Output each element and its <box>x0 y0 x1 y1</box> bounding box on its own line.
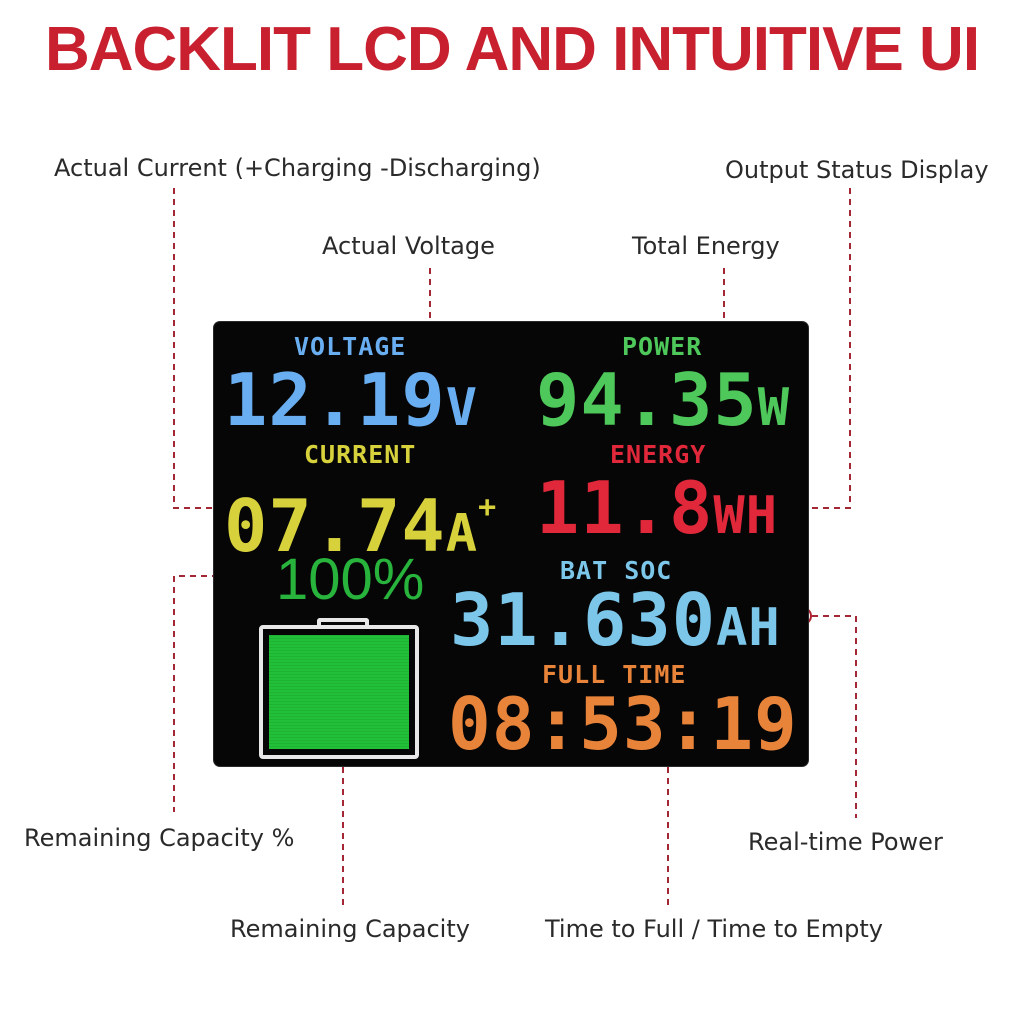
power-value: 94.35W <box>536 364 790 444</box>
lcd-screen: VOLTAGE 12.19V POWER 94.35W CURRENT 07.7… <box>214 322 808 766</box>
voltage-label: VOLTAGE <box>294 332 407 361</box>
callout-output-status: Output Status Display <box>725 156 989 184</box>
power-unit: W <box>757 378 791 438</box>
voltage-number: 12.19 <box>224 358 446 442</box>
energy-label: ENERGY <box>610 440 707 469</box>
callout-real-time-power: Real-time Power <box>748 828 943 856</box>
callout-actual-voltage: Actual Voltage <box>322 232 495 260</box>
bat-soc-number: 31.630 <box>450 578 717 662</box>
energy-value: 11.8WH <box>536 472 778 552</box>
current-label: CURRENT <box>304 440 417 469</box>
callout-time-to-full-empty: Time to Full / Time to Empty <box>545 915 883 943</box>
full-time-label: FULL TIME <box>542 660 687 689</box>
energy-number: 11.8 <box>536 466 714 550</box>
current-sign: + <box>478 490 498 525</box>
full-time-value: 08:53:19 <box>448 682 798 766</box>
current-number: 07.74 <box>224 484 446 568</box>
power-label: POWER <box>622 332 703 361</box>
power-number: 94.35 <box>536 358 758 442</box>
headline: BACKLIT LCD AND INTUITIVE UI <box>44 15 980 84</box>
battery-fill <box>269 635 409 749</box>
voltage-value: 12.19V <box>224 364 478 444</box>
callout-remaining-capacity: Remaining Capacity <box>230 915 470 943</box>
current-unit: A <box>445 504 479 564</box>
callout-remaining-capacity-pct: Remaining Capacity % <box>24 824 295 852</box>
callout-total-energy: Total Energy <box>632 232 780 260</box>
callout-actual-current: Actual Current (+Charging -Discharging) <box>54 154 541 182</box>
voltage-unit: V <box>445 378 479 438</box>
bat-soc-unit: AH <box>716 598 781 658</box>
battery-cap <box>317 618 369 628</box>
current-value: 07.74A+ <box>224 472 497 570</box>
bat-soc-label: BAT SOC <box>560 556 673 585</box>
bat-soc-value: 31.630AH <box>450 584 781 664</box>
energy-unit: WH <box>713 486 779 546</box>
soc-percent: 100% <box>276 547 425 612</box>
battery-icon <box>259 625 419 759</box>
